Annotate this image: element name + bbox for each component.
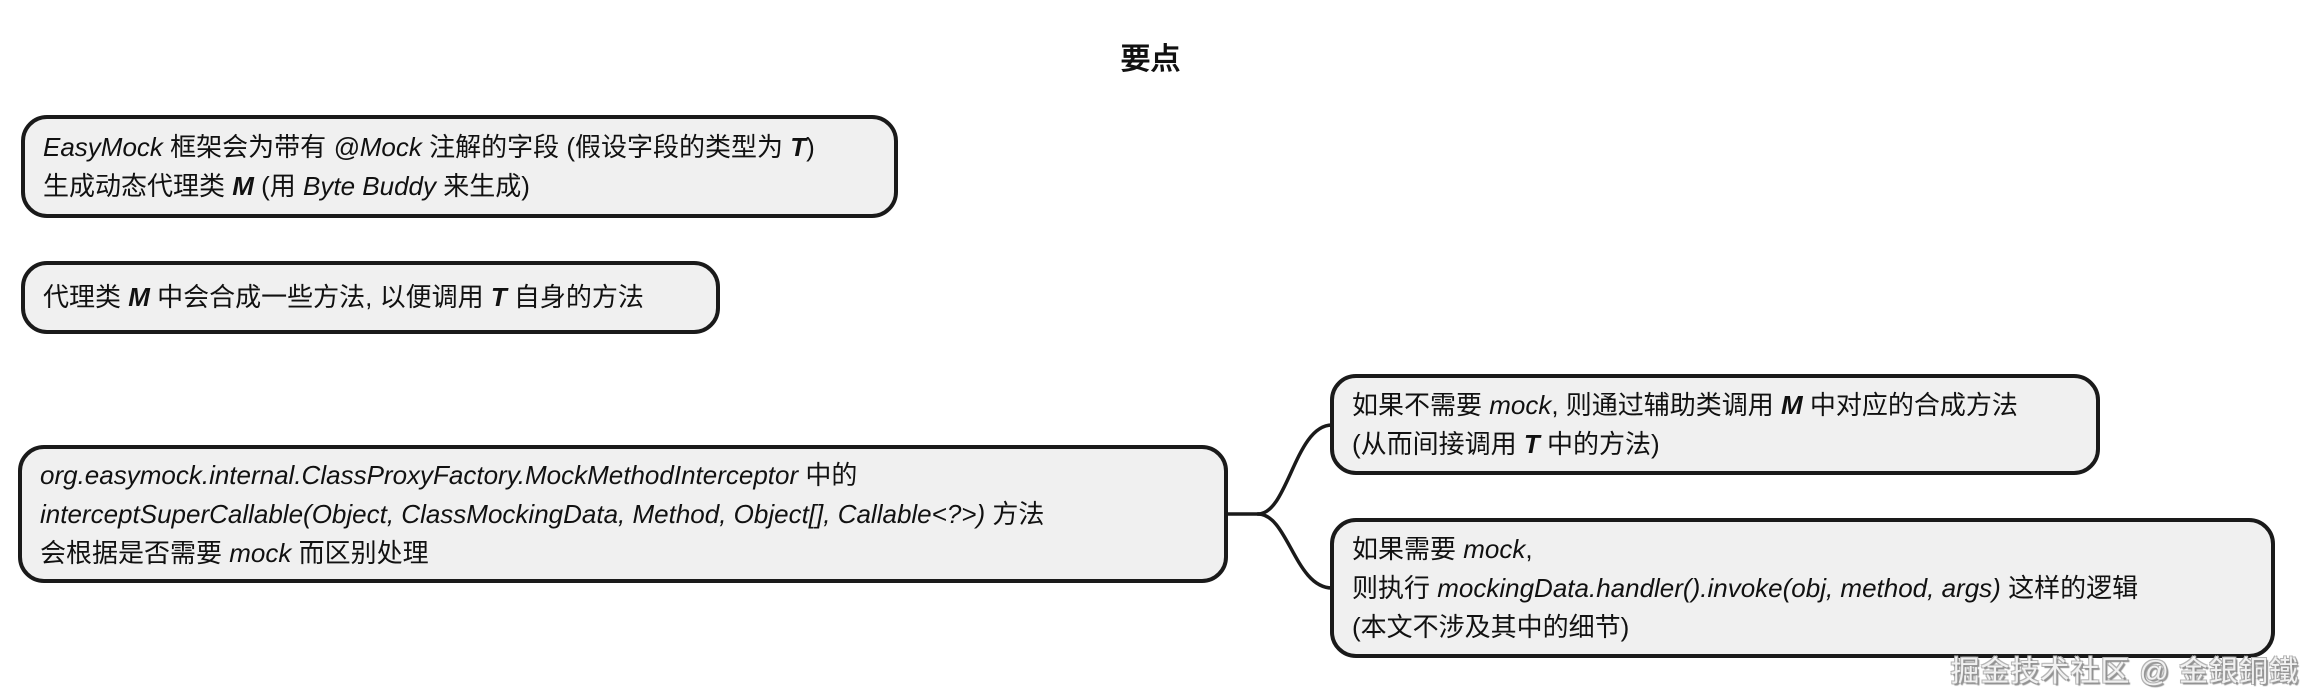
- node-no-mock-branch: 如果不需要 mock, 则通过辅助类调用 M 中对应的合成方法 (从而间接调用 …: [1330, 374, 2100, 475]
- text-line: (本文不涉及其中的细节): [1352, 608, 2253, 647]
- text-segment: M: [232, 170, 254, 201]
- text-line: 生成动态代理类 M (用 Byte Buddy 来生成): [43, 167, 876, 206]
- text-line: 如果不需要 mock, 则通过辅助类调用 M 中对应的合成方法: [1352, 386, 2078, 425]
- text-line: org.easymock.internal.ClassProxyFactory.…: [40, 456, 1206, 495]
- text-line: EasyMock 框架会为带有 @Mock 注解的字段 (假设字段的类型为 T): [43, 128, 876, 167]
- text-segment: ,: [1525, 533, 1533, 564]
- text-segment: (用: [253, 170, 304, 201]
- text-segment: interceptSuperCallable(Object, ClassMock…: [40, 498, 986, 529]
- text-line: 如果需要 mock,: [1352, 530, 2253, 569]
- text-segment: 则执行: [1352, 572, 1438, 603]
- text-segment: 来生成): [436, 170, 530, 201]
- text-segment: EasyMock: [43, 131, 163, 162]
- page-title: 要点: [1120, 43, 1181, 76]
- text-segment: 如果需要: [1352, 533, 1464, 564]
- text-segment: 如果不需要: [1352, 389, 1490, 420]
- text-segment: 生成动态代理类: [43, 170, 233, 201]
- text-segment: T: [1523, 428, 1540, 459]
- text-segment: 注解的字段 (假设字段的类型为: [421, 131, 791, 162]
- text-segment: @Mock: [333, 131, 422, 162]
- node-proxy-methods: 代理类 M 中会合成一些方法, 以便调用 T 自身的方法: [21, 261, 720, 334]
- text-segment: T: [490, 282, 507, 312]
- text-segment: mockingData.handler().invoke(obj, method…: [1437, 572, 2001, 603]
- text-line: 则执行 mockingData.handler().invoke(obj, me…: [1352, 569, 2253, 608]
- text-segment: 中的: [798, 459, 858, 490]
- text-segment: M: [128, 282, 150, 312]
- text-segment: mock: [229, 537, 292, 568]
- node-mock-branch: 如果需要 mock, 则执行 mockingData.handler().inv…: [1330, 518, 2275, 658]
- node-interceptor: org.easymock.internal.ClassProxyFactory.…: [18, 445, 1228, 583]
- text-segment: mock: [1489, 389, 1552, 420]
- text-segment: ): [806, 131, 815, 162]
- connector-to-mock-branch: [1256, 512, 1334, 590]
- text-segment: 框架会为带有: [162, 131, 334, 162]
- text-segment: (从而间接调用: [1352, 428, 1524, 459]
- text-segment: 中会合成一些方法, 以便调用: [149, 282, 491, 312]
- text-segment: 中对应的合成方法: [1802, 389, 2018, 420]
- text-segment: mock: [1463, 533, 1526, 564]
- text-segment: T: [790, 131, 807, 162]
- text-segment: 而区别处理: [291, 537, 429, 568]
- text-line: 会根据是否需要 mock 而区别处理: [40, 534, 1206, 573]
- text-line: interceptSuperCallable(Object, ClassMock…: [40, 495, 1206, 534]
- text-segment: M: [1781, 389, 1803, 420]
- text-segment: , 则通过辅助类调用: [1551, 389, 1782, 420]
- node-easymock-proxy: EasyMock 框架会为带有 @Mock 注解的字段 (假设字段的类型为 T)…: [21, 115, 898, 218]
- text-segment: 中的方法): [1539, 428, 1660, 459]
- text-segment: 会根据是否需要: [40, 537, 230, 568]
- text-segment: 这样的逻辑: [2000, 572, 2139, 603]
- text-segment: 方法: [985, 498, 1045, 529]
- text-segment: 代理类: [43, 282, 129, 312]
- text-segment: 自身的方法: [506, 282, 644, 312]
- text-line: (从而间接调用 T 中的方法): [1352, 425, 2078, 464]
- text-segment: Byte Buddy: [303, 170, 436, 201]
- text-segment: (本文不涉及其中的细节): [1352, 611, 1630, 642]
- text-segment: org.easymock.internal.ClassProxyFactory.…: [40, 459, 799, 490]
- watermark: 掘金技术社区 @ 金銀銅鐵: [1950, 656, 2299, 688]
- connector-to-no-mock-branch: [1256, 423, 1334, 516]
- text-line: 代理类 M 中会合成一些方法, 以便调用 T 自身的方法: [43, 278, 698, 317]
